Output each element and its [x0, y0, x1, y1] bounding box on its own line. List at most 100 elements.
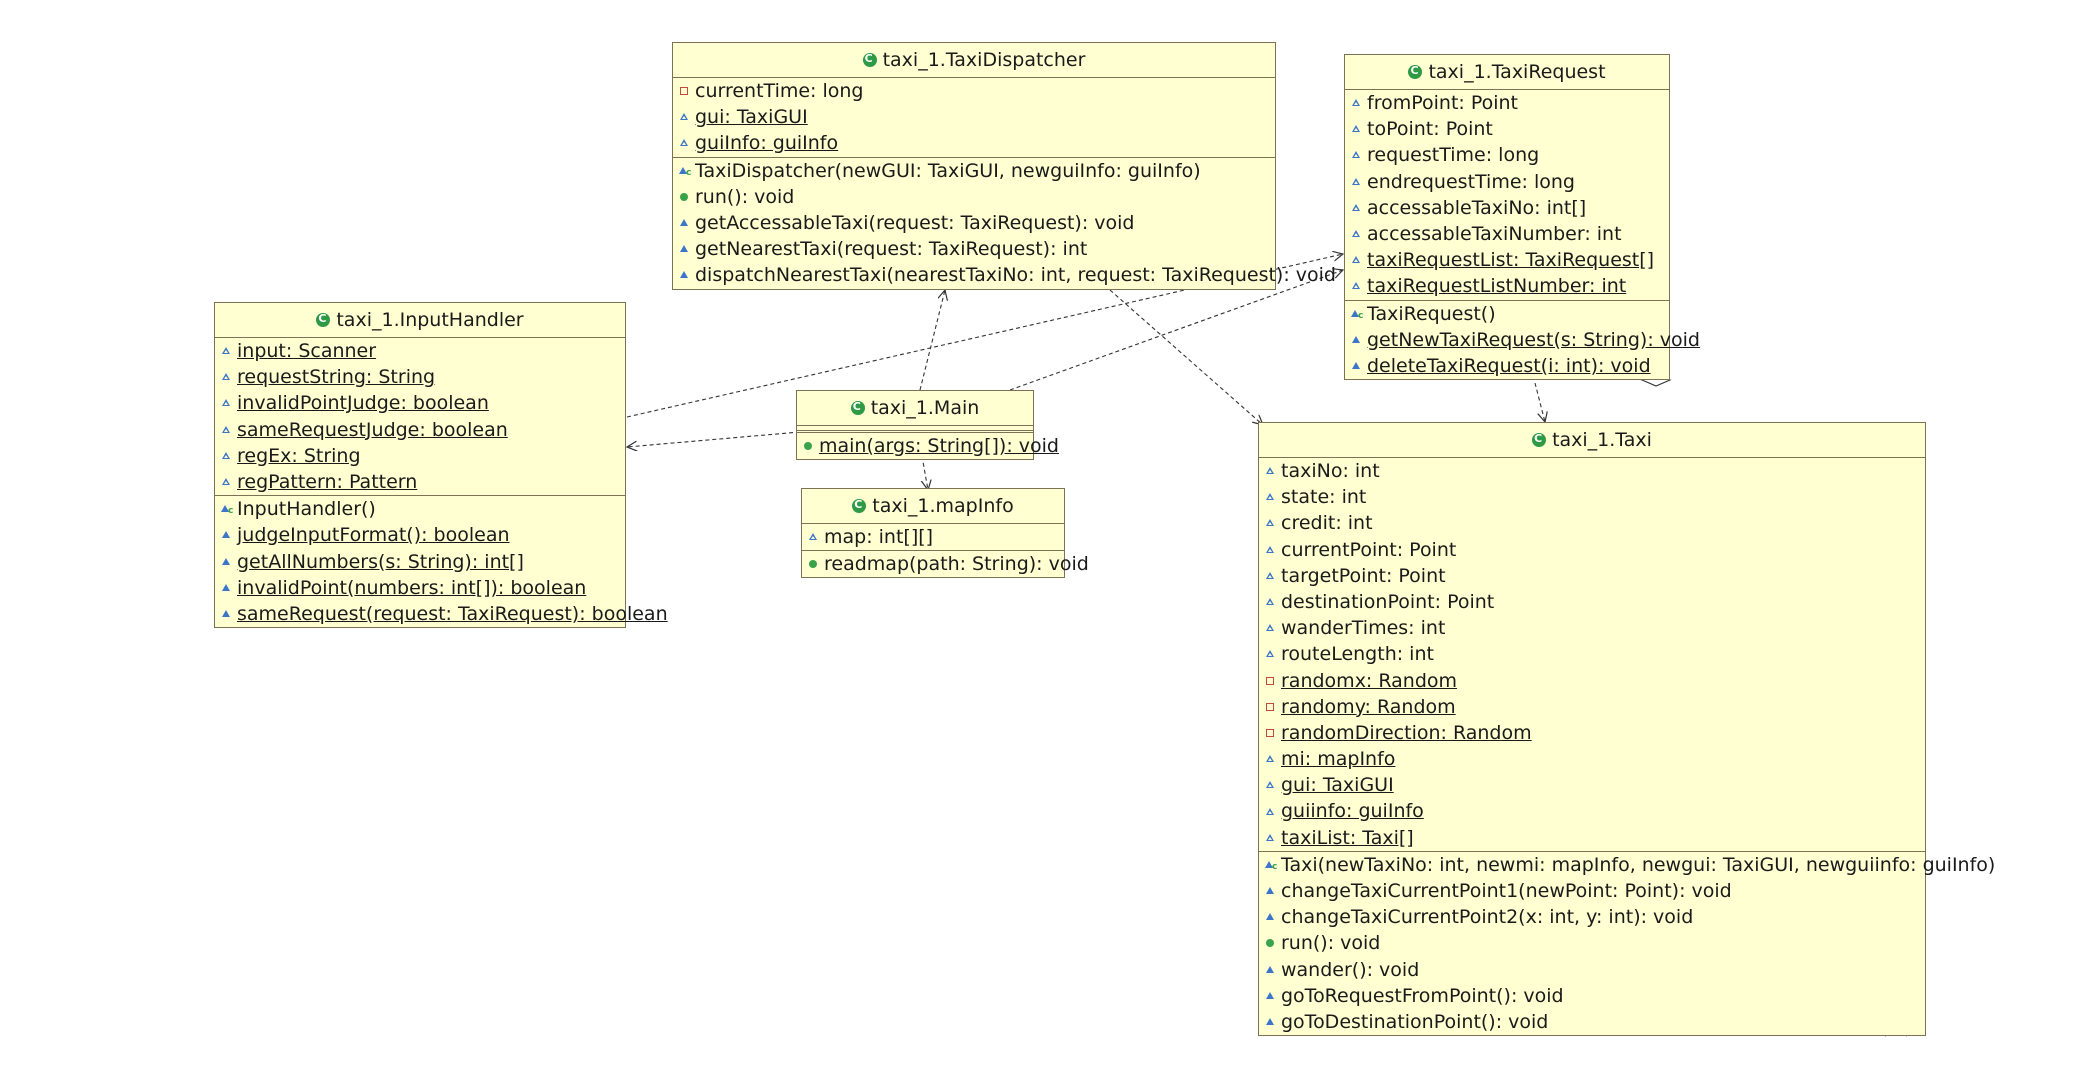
field-row[interactable]: input: Scanner: [215, 338, 625, 364]
method-text: getNearestTaxi(request: TaxiRequest): in…: [695, 238, 1088, 261]
field-row[interactable]: currentTime: long: [673, 78, 1275, 104]
method-row[interactable]: wander(): void: [1259, 957, 1925, 983]
method-row[interactable]: sameRequest(request: TaxiRequest): boole…: [215, 601, 668, 627]
field-row[interactable]: guiinfo: guiInfo: [1259, 798, 1925, 824]
link-main-to-dispatcher: [919, 290, 945, 391]
method-row[interactable]: TaxiRequest(): [1345, 301, 1669, 329]
field-text: map: int[][]: [824, 526, 934, 548]
field-text: fromPoint: Point: [1367, 92, 1519, 114]
class-title: taxi_1.InputHandler: [215, 303, 625, 338]
method-text: wander(): void: [1281, 958, 1420, 981]
field-row[interactable]: wanderTimes: int: [1259, 615, 1925, 641]
field-row[interactable]: guiInfo: guiInfo: [673, 130, 1275, 156]
field-row[interactable]: requestTime: long: [1345, 142, 1669, 168]
field-text: sameRequestJudge: boolean: [237, 418, 508, 441]
field-row[interactable]: randomDirection: Random: [1259, 720, 1925, 746]
class-icon: [1532, 430, 1547, 448]
method-row[interactable]: TaxiDispatcher(newGUI: TaxiGUI, newguiIn…: [673, 158, 1275, 186]
package-visibility-icon: [1265, 545, 1275, 555]
class-methods: TaxiDispatcher(newGUI: TaxiGUI, newguiIn…: [673, 158, 1336, 289]
method-row[interactable]: getNearestTaxi(request: TaxiRequest): in…: [673, 236, 1275, 262]
field-row[interactable]: taxiRequestListNumber: int: [1345, 273, 1669, 299]
package-visibility-icon: [221, 530, 231, 540]
package-visibility-icon: [1351, 229, 1361, 239]
method-row[interactable]: getAccessableTaxi(request: TaxiRequest):…: [673, 210, 1275, 236]
field-text: guiInfo: guiInfo: [695, 132, 839, 155]
field-text: credit: int: [1281, 512, 1373, 535]
method-row[interactable]: goToDestinationPoint(): void: [1259, 1009, 1925, 1035]
field-row[interactable]: taxiList: Taxi[]: [1259, 825, 1925, 851]
method-row[interactable]: main(args: String[]): void: [797, 433, 1059, 459]
field-row[interactable]: accessableTaxiNo: int[]: [1345, 195, 1669, 221]
field-row[interactable]: taxiNo: int: [1259, 458, 1925, 484]
method-row[interactable]: InputHandler(): [215, 496, 625, 524]
method-row[interactable]: deleteTaxiRequest(i: int): void: [1345, 353, 1669, 379]
field-text: input: Scanner: [237, 340, 377, 362]
package-visibility-icon: [1351, 124, 1361, 134]
field-text: gui: TaxiGUI: [1281, 774, 1394, 797]
method-row[interactable]: dispatchNearestTaxi(nearestTaxiNo: int, …: [673, 262, 1336, 288]
package-visibility-icon: [679, 270, 689, 280]
constructor-icon: [1265, 854, 1277, 880]
method-row[interactable]: invalidPoint(numbers: int[]): boolean: [215, 575, 625, 601]
field-row[interactable]: mi: mapInfo: [1259, 746, 1925, 772]
class-main[interactable]: taxi_1.Main main(args: String[]): void: [796, 390, 1059, 461]
field-row[interactable]: targetPoint: Point: [1259, 563, 1925, 589]
method-row[interactable]: readmap(path: String): void: [802, 551, 1089, 577]
method-row[interactable]: getAllNumbers(s: String): int[]: [215, 549, 625, 575]
field-row[interactable]: randomx: Random: [1259, 668, 1925, 694]
class-taxi-request[interactable]: taxi_1.TaxiRequest fromPoint: PointtoPoi…: [1344, 54, 1700, 381]
constructor-icon: [679, 160, 691, 186]
package-visibility-icon: [1265, 623, 1275, 633]
field-row[interactable]: toPoint: Point: [1345, 116, 1669, 142]
field-row[interactable]: invalidPointJudge: boolean: [215, 390, 625, 416]
package-visibility-icon: [1265, 912, 1275, 922]
field-row[interactable]: accessableTaxiNumber: int: [1345, 221, 1669, 247]
class-methods: Taxi(newTaxiNo: int, newmi: mapInfo, new…: [1259, 852, 1995, 1035]
package-visibility-icon: [1265, 571, 1275, 581]
method-row[interactable]: getNewTaxiRequest(s: String): void: [1345, 327, 1700, 353]
field-row[interactable]: routeLength: int: [1259, 641, 1925, 667]
field-row[interactable]: currentPoint: Point: [1259, 537, 1925, 563]
private-visibility-icon: [1265, 702, 1275, 712]
field-row[interactable]: map: int[][]: [802, 524, 1064, 550]
field-row[interactable]: sameRequestJudge: boolean: [215, 417, 625, 443]
package-visibility-icon: [221, 372, 231, 382]
field-row[interactable]: randomy: Random: [1259, 694, 1925, 720]
field-row[interactable]: regEx: String: [215, 443, 625, 469]
method-row[interactable]: changeTaxiCurrentPoint2(x: int, y: int):…: [1259, 904, 1925, 930]
method-text: judgeInputFormat(): boolean: [237, 524, 510, 547]
class-taxi-dispatcher[interactable]: taxi_1.TaxiDispatcher currentTime: longg…: [672, 42, 1336, 290]
method-text: deleteTaxiRequest(i: int): void: [1367, 354, 1651, 377]
field-row[interactable]: gui: TaxiGUI: [673, 104, 1275, 130]
field-text: toPoint: Point: [1367, 118, 1493, 141]
method-row[interactable]: changeTaxiCurrentPoint1(newPoint: Point)…: [1259, 878, 1925, 904]
class-input-handler[interactable]: taxi_1.InputHandler input: Scannerreques…: [214, 302, 668, 629]
method-text: getNewTaxiRequest(s: String): void: [1367, 328, 1700, 351]
method-row[interactable]: Taxi(newTaxiNo: int, newmi: mapInfo, new…: [1259, 852, 1995, 880]
field-row[interactable]: destinationPoint: Point: [1259, 589, 1925, 615]
field-text: currentTime: long: [695, 80, 864, 102]
package-visibility-icon: [221, 477, 231, 487]
class-map-info[interactable]: taxi_1.mapInfo map: int[][] readmap(path…: [801, 488, 1089, 579]
package-visibility-icon: [221, 609, 231, 619]
method-row[interactable]: run(): void: [673, 184, 1275, 210]
field-row[interactable]: regPattern: Pattern: [215, 469, 625, 495]
link-main-to-input: [627, 431, 801, 447]
field-text: randomx: Random: [1281, 669, 1458, 692]
package-visibility-icon: [1351, 281, 1361, 291]
constructor-icon: [221, 498, 233, 524]
field-row[interactable]: gui: TaxiGUI: [1259, 772, 1925, 798]
method-row[interactable]: judgeInputFormat(): boolean: [215, 522, 625, 548]
field-row[interactable]: taxiRequestList: TaxiRequest[]: [1345, 247, 1669, 273]
field-row[interactable]: credit: int: [1259, 510, 1925, 536]
method-row[interactable]: goToRequestFromPoint(): void: [1259, 983, 1925, 1009]
field-row[interactable]: state: int: [1259, 484, 1925, 510]
method-row[interactable]: run(): void: [1259, 930, 1925, 956]
field-row[interactable]: requestString: String: [215, 364, 625, 390]
method-text: readmap(path: String): void: [824, 553, 1089, 576]
field-row[interactable]: endrequestTime: long: [1345, 169, 1669, 195]
field-row[interactable]: fromPoint: Point: [1345, 90, 1669, 116]
